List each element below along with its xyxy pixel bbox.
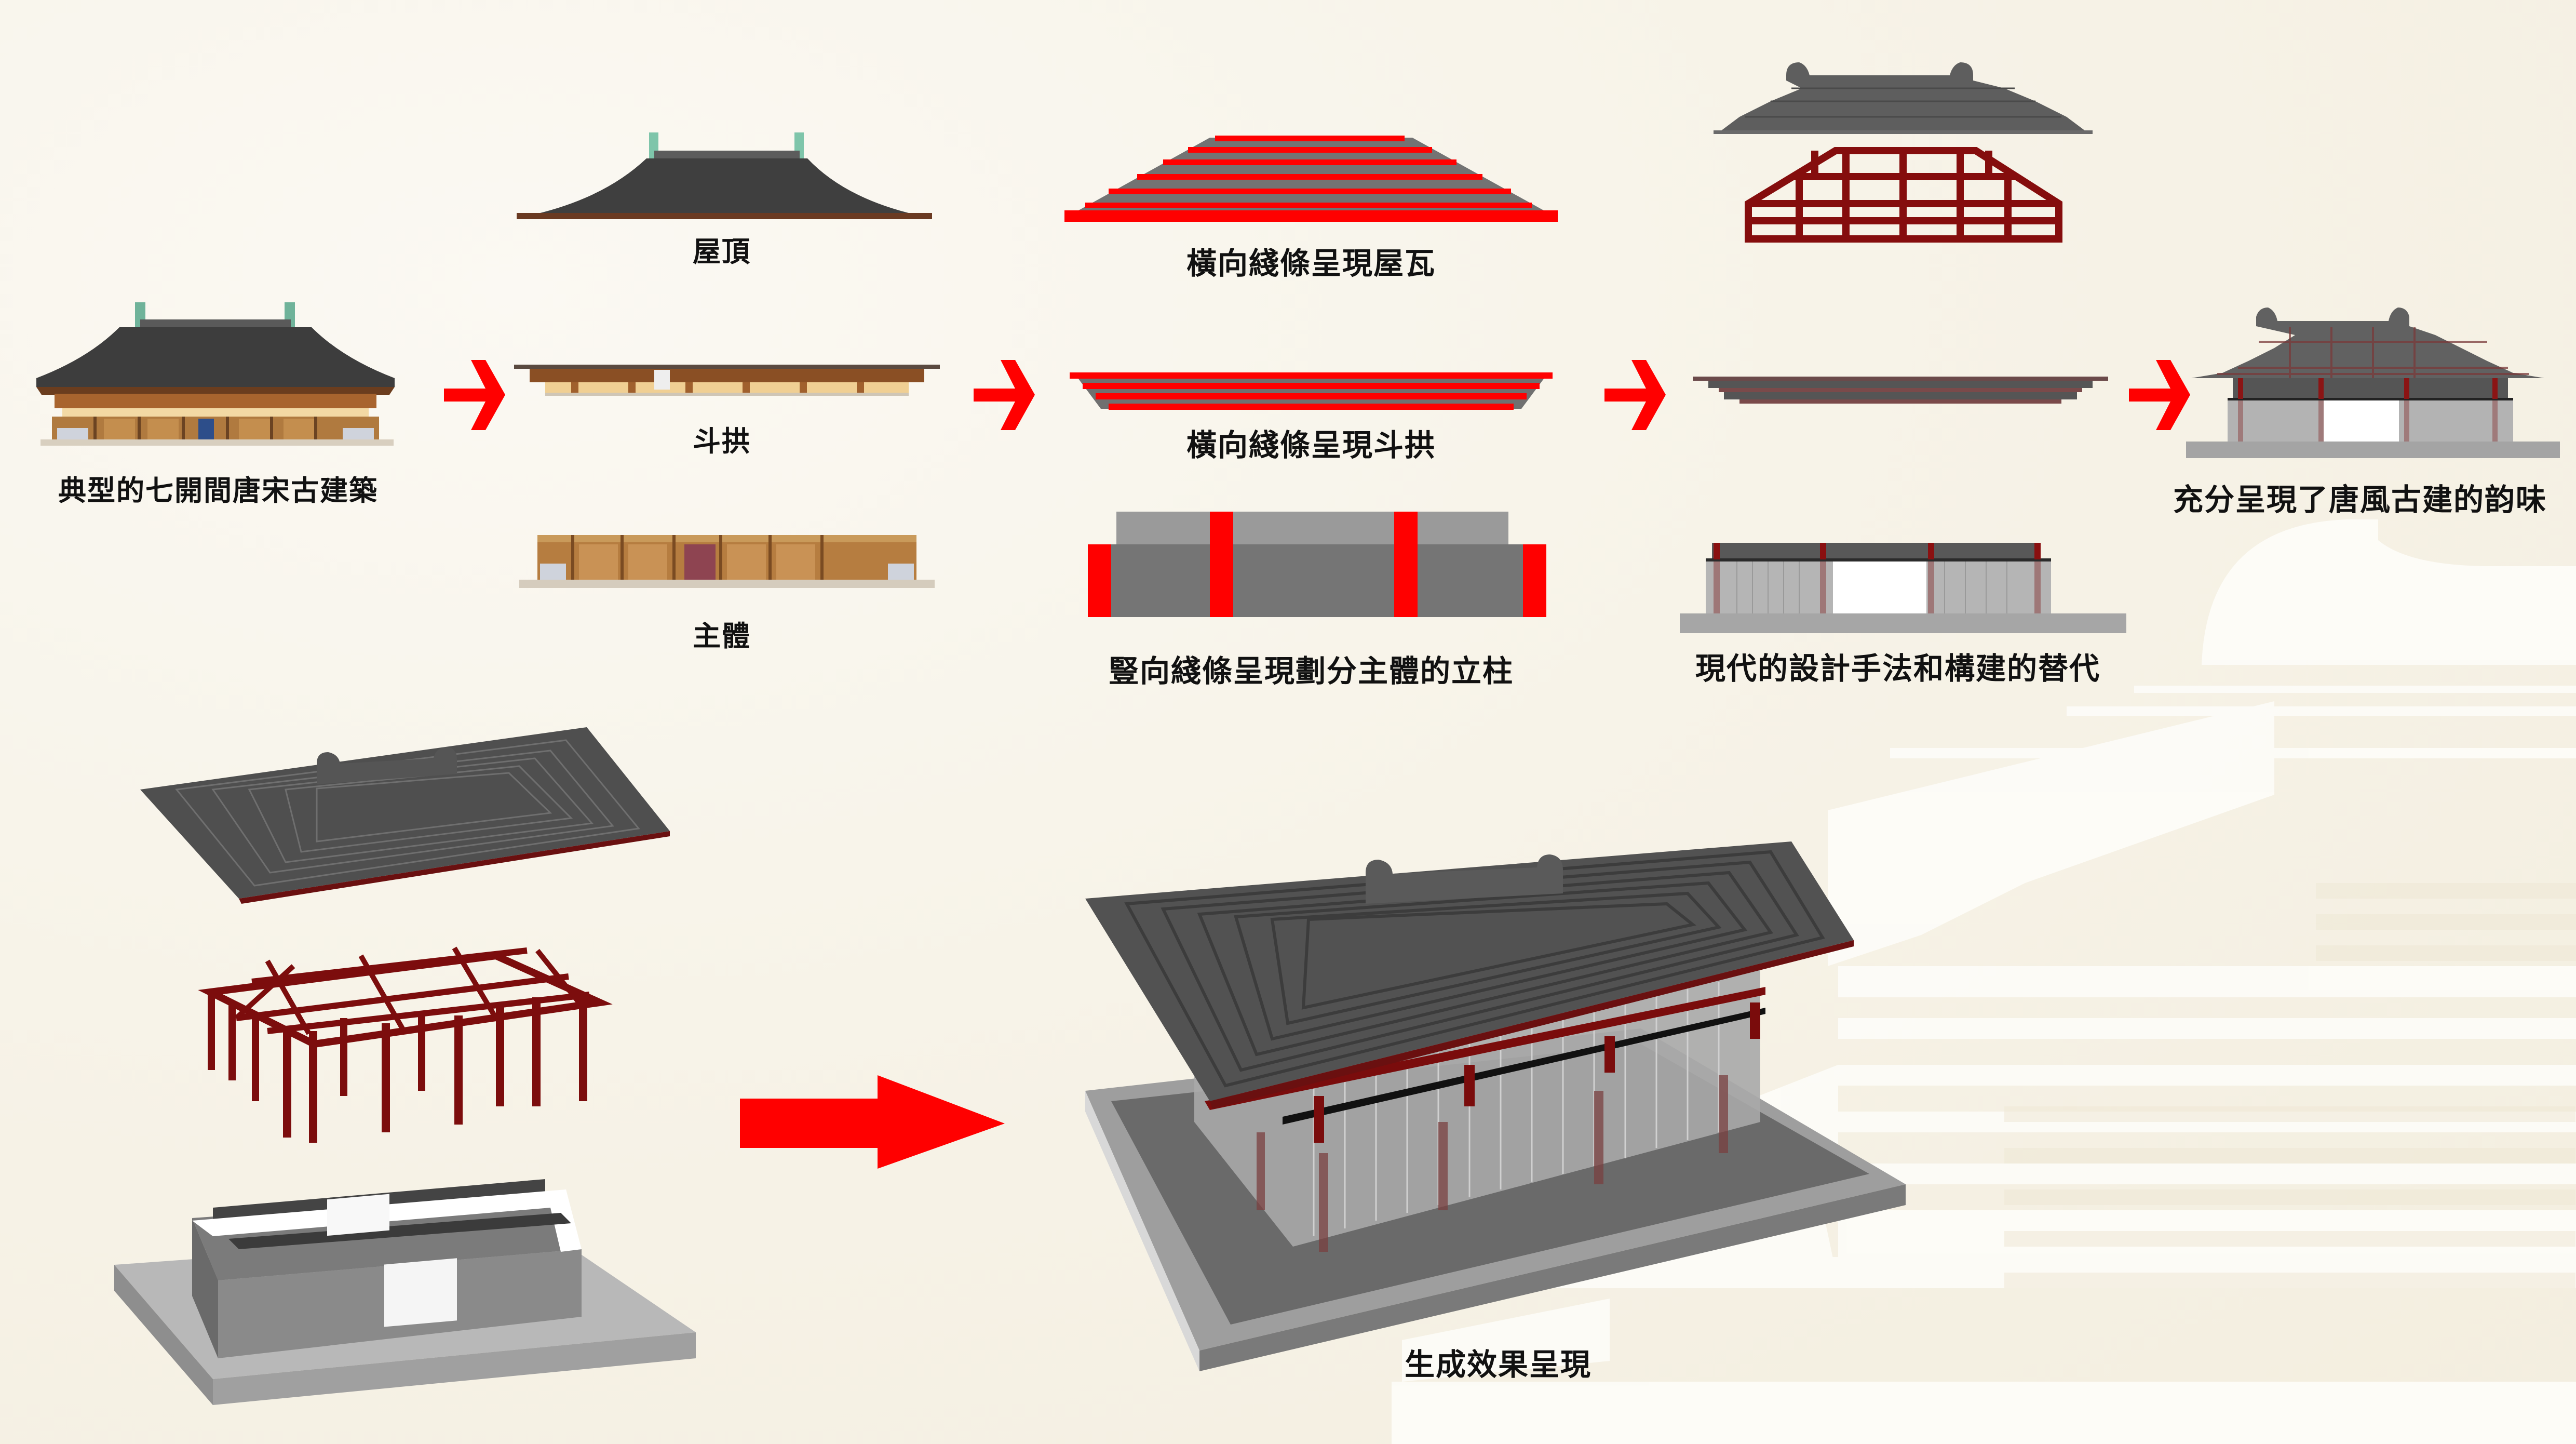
chevron-arrow-icon <box>974 360 1036 430</box>
label-bracket-abstraction: 橫向綫條呈現斗拱 <box>1186 427 1436 463</box>
bracket-set-elevation <box>514 364 940 400</box>
exploded-roof-layer <box>135 712 675 909</box>
label-bracket: 斗拱 <box>693 424 751 458</box>
exploded-timber-frame-layer <box>198 945 613 1164</box>
result-building-elevation <box>2186 306 2560 462</box>
label-body-abstraction: 豎向綫條呈現劃分主體的立柱 <box>1108 653 1514 689</box>
block-arrow-icon <box>740 1075 1005 1169</box>
label-roof: 屋頂 <box>693 235 751 268</box>
typical-building-elevation <box>31 301 405 447</box>
result-axonometric-render <box>1075 831 1916 1382</box>
label-modern-substitution: 現代的設計手法和構建的替代 <box>1695 651 2101 686</box>
abstract-roof-horizontal-lines <box>1059 132 1563 226</box>
modern-roof-stepped <box>1714 60 2093 138</box>
label-generated-result: 生成效果呈現 <box>1404 1347 1592 1382</box>
label-roof-abstraction: 橫向綫條呈現屋瓦 <box>1186 246 1436 281</box>
modern-bracket-stepped <box>1693 377 2108 408</box>
label-result-elevation: 充分呈現了唐風古建的韵味 <box>2173 482 2547 517</box>
label-main-body: 主體 <box>693 619 751 652</box>
main-body-elevation <box>519 535 935 592</box>
exploded-base-body-layer <box>114 1161 701 1410</box>
chevron-arrow-icon <box>1604 360 1667 430</box>
chevron-arrow-icon <box>444 360 506 430</box>
modern-body-elevation <box>1680 543 2126 636</box>
abstract-bracket-horizontal-lines <box>1070 371 1553 413</box>
modern-timber-frame <box>1742 140 2064 244</box>
abstract-body-vertical-lines <box>1088 512 1555 623</box>
chevron-arrow-icon <box>2129 360 2191 430</box>
label-typical-building: 典型的七開間唐宋古建築 <box>58 474 378 507</box>
roof-component-elevation <box>506 130 942 221</box>
